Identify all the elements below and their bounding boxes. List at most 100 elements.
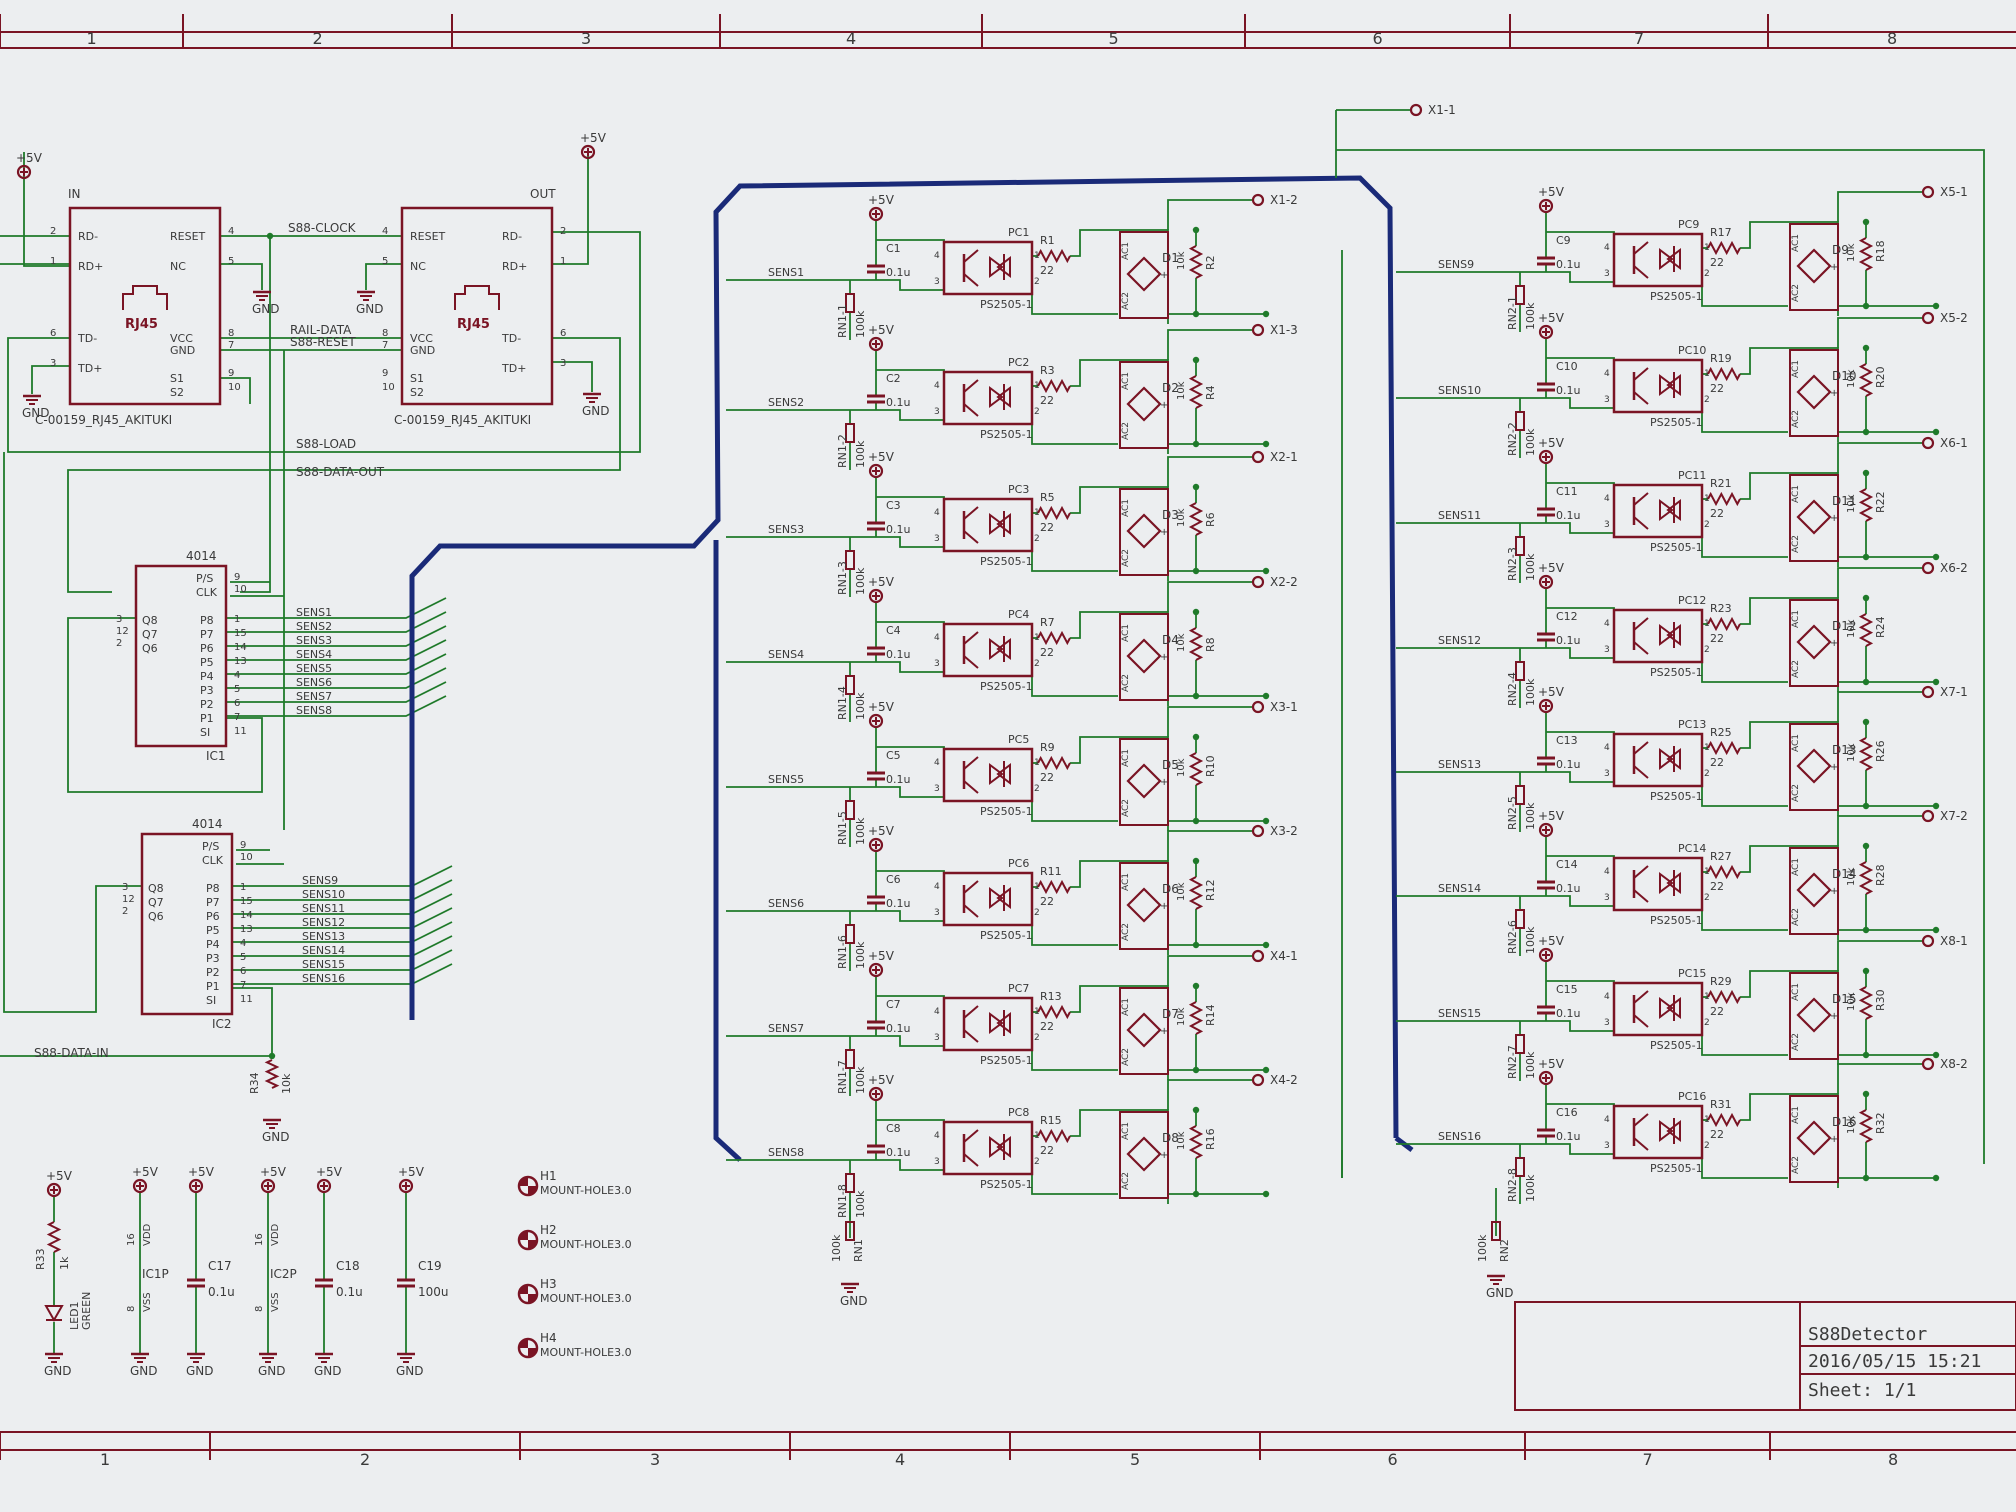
connector-pin-number: 5 [382,256,388,267]
wire [1837,691,1924,722]
bridge-rectifier-body [1789,349,1839,437]
net-label-sens: SENS14 [302,944,345,957]
resistor-shunt [1858,861,1874,895]
bridge-ac-label: AC1 [1121,499,1131,517]
channel-sens-label: SENS15 [1438,1007,1481,1020]
channel-pc-label: PC8 [1008,1106,1029,1119]
pin-number: 2 [116,638,122,649]
opto-transistor [963,1129,979,1143]
junction-dot [1862,469,1870,477]
junction-dot [1192,608,1200,616]
bridge-plus-label: + [1830,638,1838,649]
channel-rb-label: R12 [1204,879,1217,901]
junction-dot [1862,842,1870,850]
vcc-symbol [868,588,884,604]
bridge-ac-label: AC2 [1121,799,1131,817]
gnd-label: GND [262,1130,290,1144]
terminal [1921,685,1935,699]
wire [1837,567,1924,598]
pin-number: 1 [1704,743,1710,753]
ic-power-name: IC1P [142,1267,169,1281]
channel-output-label: X4-1 [1270,949,1298,963]
channel-cap-label: C7 [886,998,901,1011]
connector-pin-label: S2 [410,386,424,399]
bridge-rectifier-diamond [1796,248,1832,284]
channel-rb-value: 10k [1176,633,1187,652]
rn-common-name: RN1 [852,1239,865,1262]
wire [1837,815,1924,846]
bridge-rectifier-diamond [1126,386,1162,422]
optocoupler-body [942,622,1034,678]
channel-pc-part: PS2505-1 [980,298,1033,311]
pin-number: 9 [240,840,246,851]
opto-transistor [963,379,979,393]
connector-pin-label: NC [170,260,186,273]
optocoupler-body [1612,358,1704,414]
component-label: R33 [34,1248,47,1270]
channel-sens-label: SENS2 [768,396,804,409]
component-value: 10k [280,1073,293,1094]
pin-number: 4 [1604,243,1610,253]
junction-dot [1192,356,1200,364]
net-label-s88-data-out: S88-DATA-OUT [296,465,385,479]
resistor-network [845,423,855,443]
pin-number: 12 [116,626,129,637]
wire [1167,456,1254,487]
channel-rn-value: 100k [854,692,867,720]
opto-led [989,1136,1004,1158]
channel-cap-label: C12 [1556,610,1578,623]
channel-rb-label: R28 [1874,864,1887,886]
wire [1167,830,1254,861]
pin-number: 3 [1604,269,1610,279]
channel-sens-label: SENS14 [1438,882,1481,895]
frame-zone-label-top: 3 [581,29,591,48]
channel-sens-label: SENS9 [1438,258,1474,271]
frame-zone-label-bottom: 5 [1130,1450,1140,1469]
gnd-label: GND [130,1364,158,1378]
connector-part-label: C-00159_RJ45_AKITUKI [394,413,531,427]
pin-number: 13 [240,924,253,935]
pin-number: 1 [1034,1131,1040,1141]
channel-rb-value: 10k [1846,867,1857,886]
opto-led [989,1012,1004,1034]
bridge-rectifier-diamond [1796,872,1832,908]
opto-transistor [1633,391,1649,405]
channel-ra-label: R27 [1710,850,1732,863]
junction-dot [1932,553,1940,561]
resistor-shunt [1858,488,1874,522]
wire [7,231,641,453]
channel-ra-label: R13 [1040,990,1062,1003]
connector-pin-number: 4 [382,226,388,237]
shift-register-input-pin: P5 [206,924,220,937]
frame-zone-label-top: 5 [1109,29,1119,48]
resistor-network [845,675,855,695]
vcc-label: +5V [868,700,895,714]
drawing-frame [0,14,2016,1460]
mount-hole-name: H4 [540,1331,557,1345]
resistor-network [1515,536,1525,556]
channel-bridge-label: D15 [1832,992,1857,1006]
channel-rn-value: 100k [854,817,867,845]
channel-rb-value: 10k [1846,494,1857,513]
net-label-s88-clock: S88-CLOCK [288,221,357,235]
shift-register-output-pin: Q7 [142,628,158,641]
pin-number: 4 [934,508,940,518]
gnd-label: GND [186,1364,214,1378]
terminal [1251,824,1265,838]
ic-power-vdd: VDD [270,1223,281,1246]
net-label-sens: SENS11 [302,902,345,915]
channel-ra-label: R23 [1710,602,1732,615]
opto-transistor [1633,990,1649,1004]
junction-dot [1192,1106,1200,1114]
optocoupler-body [942,871,1034,927]
pin-number: 2 [1704,769,1710,779]
pin-number: 5 [240,952,246,963]
channel-pc-part: PS2505-1 [980,428,1033,441]
junction-dot [1932,1174,1940,1182]
shift-register-input-pin: P3 [200,684,214,697]
bridge-rectifier-diamond [1796,997,1832,1033]
resistor-series [1037,755,1071,771]
channel-pc-part: PS2505-1 [980,680,1033,693]
vcc-label: +5V [868,193,895,207]
connector-pin-label: RESET [410,230,446,243]
